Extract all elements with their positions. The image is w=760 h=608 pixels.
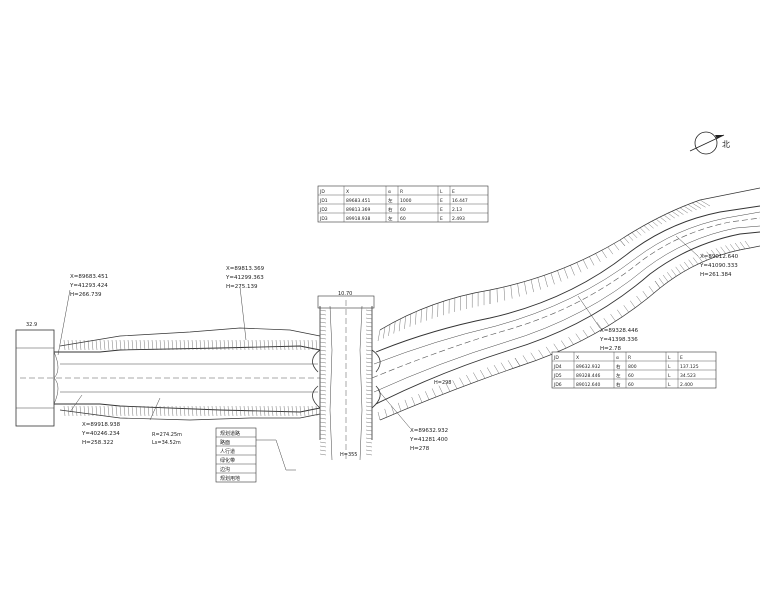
- table-right-cell: L: [668, 364, 671, 370]
- table-right-cell: 89632.932: [576, 364, 600, 370]
- table-top-cell: 右: [388, 206, 393, 213]
- table-top-cell: JD: [319, 189, 325, 195]
- table-top-cell: 1000: [400, 198, 412, 204]
- ip-mid-line2: Y=41299.363: [225, 275, 264, 281]
- cross-road: 10.70 H=355: [312, 291, 381, 462]
- ip-mid-line3: H=275.139: [226, 284, 258, 290]
- table-right-cell: R: [628, 355, 631, 361]
- table-right-cell: 60: [628, 373, 634, 379]
- table-top-cell: 16.447: [452, 198, 468, 204]
- table-right-cell: JD4: [553, 364, 562, 370]
- legend-label-4: 绿化带: [220, 457, 235, 464]
- table-top-cell: E: [440, 216, 443, 222]
- ip-cross-line1: X=89632.932: [410, 428, 448, 434]
- legend-label-6: 规划用地: [220, 475, 240, 482]
- table-right-cell: 左: [616, 372, 621, 379]
- north-label: 北: [722, 140, 730, 149]
- table-top-cell: JD1: [319, 198, 328, 204]
- table-right-cell: 89012.640: [576, 382, 600, 388]
- left-road-segment: 32.9: [15, 322, 321, 427]
- table-right-cell: X: [576, 355, 579, 361]
- table-right-cell: L: [668, 373, 671, 379]
- ip-right-line1: X=89328.446: [600, 328, 639, 334]
- table-right-cell: 右: [616, 381, 621, 388]
- table-top-cell: 2.493: [452, 216, 465, 222]
- table-right-cell: 2.400: [680, 382, 693, 388]
- legend-label-2: 路面: [220, 439, 230, 446]
- table-right-cell: JD: [553, 355, 559, 361]
- table-top-cell: 89813.369: [346, 207, 370, 213]
- ip-annotation-mid: X=89813.369 Y=41299.363 H=275.139: [225, 266, 265, 290]
- table-right-cell: JD5: [553, 373, 562, 379]
- table-right-cell: 89328.446: [576, 373, 600, 379]
- table-top-cell: L: [440, 189, 443, 195]
- ip-left-line2: Y=41293.424: [69, 283, 108, 289]
- ip-fr-line2: Y=41090.333: [699, 263, 738, 269]
- note-cross: H=355: [340, 452, 358, 458]
- ip-cross-line2: Y=41281.400: [409, 437, 448, 443]
- legend-label-5: 边沟: [220, 466, 230, 473]
- ip-right-line2: Y=41398.336: [599, 337, 638, 343]
- legend-label-1: 规划道路: [220, 430, 240, 437]
- ip-bl-line1: X=89918.938: [82, 422, 121, 428]
- table-top-cell: 左: [388, 215, 393, 222]
- ip-fr-line1: X=89012.640: [700, 254, 739, 260]
- slope-hatching-cross: [319, 309, 373, 456]
- table-right-cell: 60: [628, 382, 634, 388]
- table-top-cell: 60: [400, 216, 406, 222]
- table-top-cell: α: [388, 190, 391, 195]
- leader-lines-left: [57, 286, 247, 421]
- table-top-cell: X: [346, 189, 349, 195]
- ip-mid-line1: X=89813.369: [226, 266, 265, 272]
- table-top-cell: 2.13: [452, 207, 462, 213]
- slope-hatching-right: [377, 199, 751, 421]
- table-top-cell: 左: [388, 197, 393, 204]
- ip-annotation-bottom-mid: R=274.25m Ls=34.52m: [152, 432, 182, 446]
- note-right: H=298: [434, 380, 452, 386]
- ip-bl-line2: Y=40246.234: [81, 431, 120, 437]
- ip-annotation-cross: X=89632.932 Y=41281.400 H=278: [377, 389, 448, 452]
- table-right-cell: α: [616, 356, 619, 361]
- ip-cross-line3: H=278: [410, 446, 430, 452]
- table-top-cell: E: [440, 207, 443, 213]
- table-right-cell: 34.523: [680, 373, 696, 379]
- table-top-cell: 89918.938: [346, 216, 370, 222]
- table-right-cell: 137.125: [680, 364, 699, 370]
- scale-mid: 10.70: [338, 291, 352, 297]
- table-right-cell: L: [668, 382, 671, 388]
- table-top-cell: 89683.451: [346, 198, 370, 204]
- table-top-cell: 60: [400, 207, 406, 213]
- ip-bm-line2: Ls=34.52m: [152, 440, 181, 446]
- scale-left: 32.9: [26, 322, 37, 328]
- table-top-cell: E: [440, 198, 443, 204]
- table-top-cell: R: [400, 189, 403, 195]
- table-right-cell: L: [668, 355, 671, 361]
- ip-annotation-left: X=89683.451 Y=41293.424 H=266.739: [69, 274, 108, 298]
- ip-fr-line3: H=261.384: [700, 272, 732, 278]
- ip-left-line1: X=89683.451: [70, 274, 108, 280]
- north-arrow-icon: 北: [689, 131, 730, 155]
- table-right-cell: JD6: [553, 382, 562, 388]
- ip-left-line3: H=266.739: [70, 292, 102, 298]
- ip-annotation-right: X=89328.446 Y=41398.336 H=2.78: [577, 295, 639, 352]
- ip-right-line3: H=2.78: [600, 346, 621, 352]
- ip-annotation-far-right: X=89012.640 Y=41090.333 H=261.384: [675, 235, 739, 278]
- ip-bm-line1: R=274.25m: [152, 432, 182, 438]
- table-right-cell: E: [680, 355, 683, 361]
- table-top-cell: JD3: [319, 216, 328, 222]
- ip-annotation-bottom-left: X=89918.938 Y=40246.234 H=258.322: [81, 422, 121, 446]
- table-top-cell: E: [452, 189, 455, 195]
- legend: 规划道路 路面 人行道 绿化带 边沟 规划用地: [215, 427, 296, 483]
- slope-hatching-left: [63, 339, 318, 417]
- table-top-cell: JD2: [319, 207, 328, 213]
- legend-label-3: 人行道: [220, 448, 235, 455]
- table-right-cell: 右: [616, 363, 621, 370]
- ip-bl-line3: H=258.322: [82, 440, 114, 446]
- table-right-cell: 800: [628, 364, 637, 370]
